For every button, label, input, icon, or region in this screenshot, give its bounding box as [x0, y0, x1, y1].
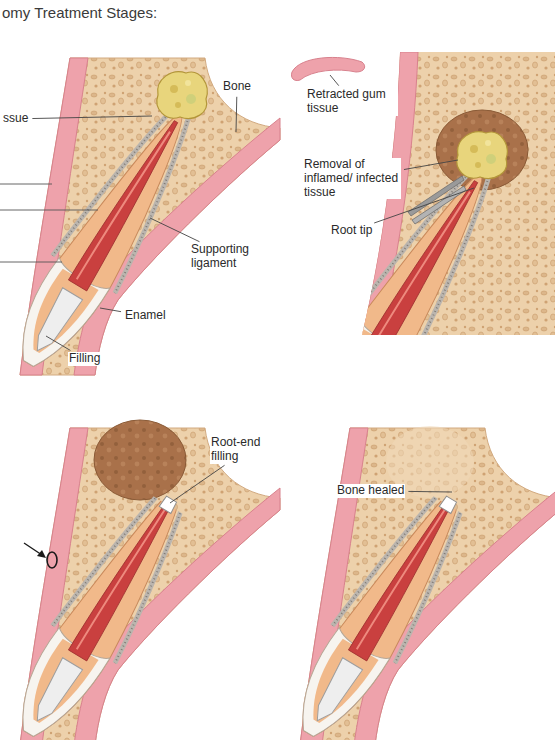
leader-line: [32, 116, 152, 119]
stage-three: [0, 420, 280, 740]
part-label: Supporting ligament: [190, 243, 272, 271]
part-label: Bone: [222, 80, 252, 94]
leader-line: [150, 218, 199, 242]
gum-flap: [291, 57, 364, 80]
stage-two: [291, 50, 555, 443]
suture: [47, 552, 57, 568]
leader-line: [236, 97, 238, 132]
part-label: Removal of inflamed/ infected tissue: [303, 158, 401, 199]
leader-line: [0, 210, 98, 211]
leader-line: [330, 75, 339, 86]
leader-line: [0, 184, 52, 185]
leader-line: [46, 336, 70, 350]
part-label: Bone healed: [336, 484, 405, 498]
leader-line: [408, 491, 452, 493]
diagram-title: omy Treatment Stages:: [2, 4, 157, 22]
part-label: Retracted gum tissue: [306, 88, 398, 116]
part-label: Enamel: [124, 309, 167, 323]
part-label: Filling: [68, 352, 101, 366]
leader-line: [170, 465, 225, 503]
instrument: [412, 186, 466, 224]
part-label: Root-end filling: [210, 436, 284, 464]
part-label: Root tip: [330, 224, 373, 238]
leader-line: [0, 262, 62, 263]
leader-line: [404, 160, 458, 170]
stage-four: [279, 426, 555, 740]
leader-lines: [32, 75, 474, 503]
stage-one: [0, 58, 280, 383]
leader-line: [100, 308, 121, 312]
part-label: ssue: [2, 112, 29, 126]
